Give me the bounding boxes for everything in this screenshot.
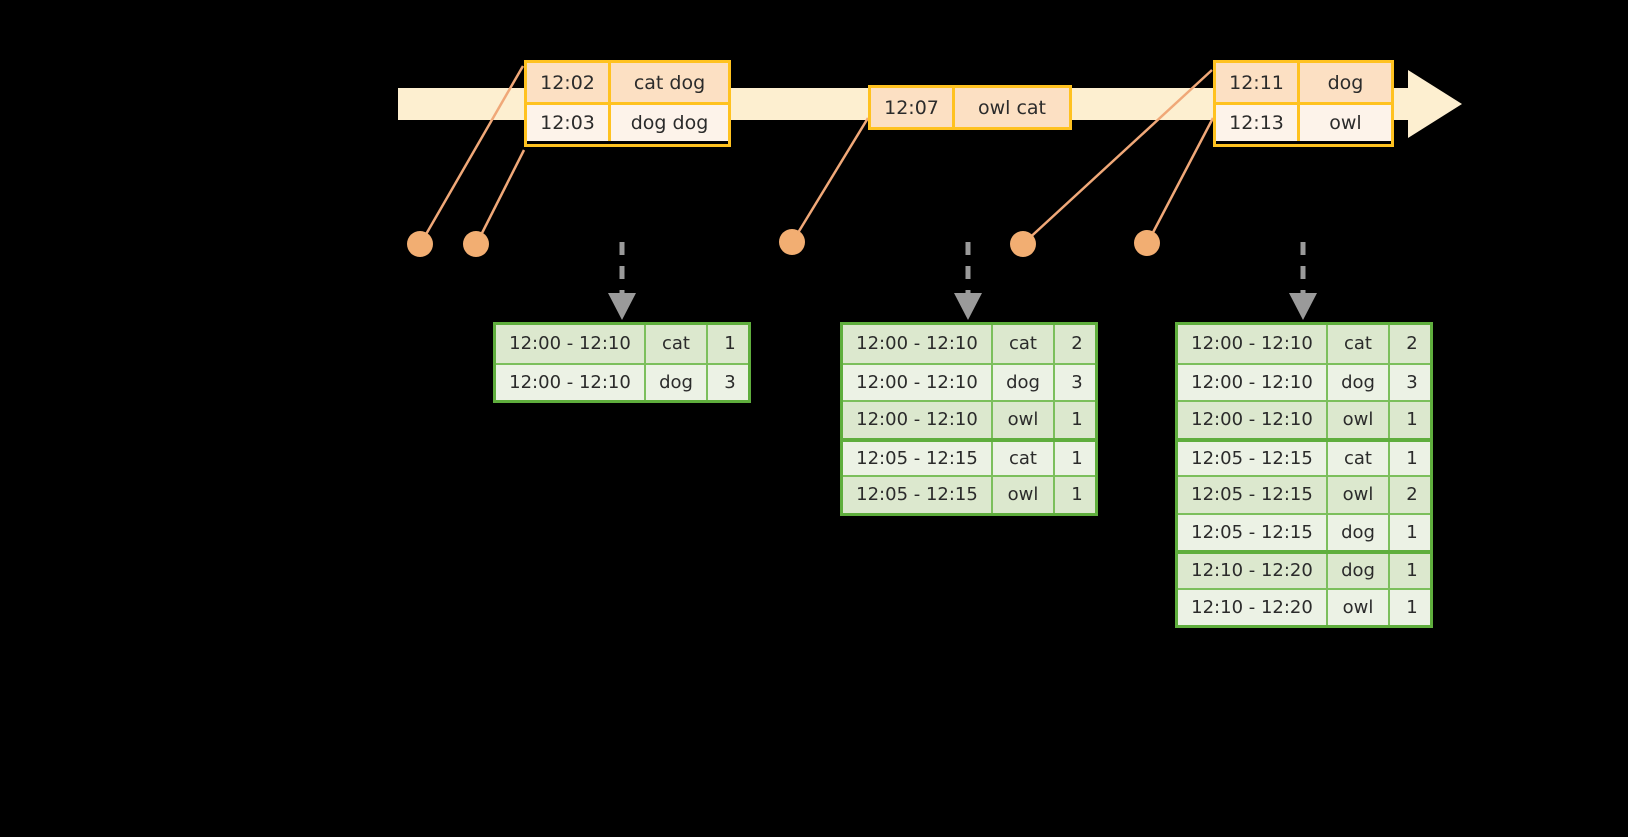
table-row[interactable]: 12:00 - 12:10 dog 3	[1178, 362, 1430, 400]
event-dot-5	[1134, 230, 1160, 256]
cell-window: 12:10 - 12:20	[1178, 554, 1328, 588]
cell-word: cat	[993, 325, 1055, 363]
cell-word: cat	[646, 325, 708, 363]
cell-word: cat	[993, 441, 1055, 475]
event-dot-2	[463, 231, 489, 257]
cell-window: 12:00 - 12:10	[1178, 402, 1328, 438]
event-words: cat dog	[633, 71, 706, 94]
cell-window: 12:05 - 12:15	[843, 477, 993, 513]
table-row[interactable]: 12:05 - 12:15 owl 1	[843, 475, 1095, 513]
cell-word: dog	[1328, 364, 1390, 400]
cell-window: 12:10 - 12:20	[1178, 589, 1328, 625]
event-group-3[interactable]: 12:11 dog 12:13 owl	[1213, 60, 1394, 147]
cell-window: 12:05 - 12:15	[843, 441, 993, 475]
table-row[interactable]: 12:00 - 12:10 dog 3	[496, 362, 748, 400]
cell-window: 12:05 - 12:15	[1178, 441, 1328, 475]
cell-count: 1	[724, 333, 736, 355]
cell-count: 1	[1071, 447, 1083, 469]
table-row[interactable]: 12:05 - 12:15 owl 2	[1178, 475, 1430, 513]
cell-window: 12:05 - 12:15	[1178, 514, 1328, 550]
cell-word: dog	[993, 364, 1055, 400]
emit-arrowheads	[608, 293, 1317, 320]
emit-arrowhead-2	[954, 293, 982, 320]
emit-arrowhead-3	[1289, 293, 1317, 320]
cell-window: 12:00 - 12:10	[496, 325, 646, 363]
event-dot-1	[407, 231, 433, 257]
cell-count: 3	[1071, 371, 1083, 393]
cell-window: 12:05 - 12:15	[1178, 477, 1328, 513]
table-row[interactable]: 12:00 - 12:10 dog 3	[843, 362, 1095, 400]
event-row[interactable]: 12:13 owl	[1216, 102, 1391, 141]
cell-word: cat	[1328, 441, 1390, 475]
cell-window: 12:00 - 12:10	[496, 364, 646, 400]
cell-word: owl	[993, 402, 1055, 438]
cell-count: 1	[1406, 560, 1418, 582]
cell-word: owl	[993, 477, 1055, 513]
event-group-1[interactable]: 12:02 cat dog 12:03 dog dog	[524, 60, 731, 147]
cell-word: owl	[1328, 477, 1390, 513]
cell-word: dog	[1328, 554, 1390, 588]
cell-window: 12:00 - 12:10	[843, 402, 993, 438]
cell-window: 12:00 - 12:10	[843, 325, 993, 363]
table-row[interactable]: 12:05 - 12:15 cat 1	[1178, 437, 1430, 475]
cell-window: 12:00 - 12:10	[843, 364, 993, 400]
cell-word: owl	[1328, 589, 1390, 625]
cell-count: 2	[1406, 484, 1418, 506]
result-table-3[interactable]: 12:00 - 12:10 cat 2 12:00 - 12:10 dog 3 …	[1175, 322, 1433, 628]
emit-arrowhead-1	[608, 293, 636, 320]
cell-count: 2	[1406, 333, 1418, 355]
event-time: 12:07	[871, 88, 955, 127]
event-words: owl cat	[977, 96, 1047, 119]
table-row[interactable]: 12:00 - 12:10 owl 1	[843, 400, 1095, 438]
result-table-1[interactable]: 12:00 - 12:10 cat 1 12:00 - 12:10 dog 3	[493, 322, 751, 403]
event-row[interactable]: 12:07 owl cat	[871, 88, 1069, 127]
table-row[interactable]: 12:00 - 12:10 cat 2	[1178, 325, 1430, 363]
stream-arrowhead	[1408, 70, 1462, 138]
cell-count: 1	[1071, 409, 1083, 431]
cell-word: owl	[1328, 402, 1390, 438]
event-time: 12:02	[527, 63, 611, 102]
event-row[interactable]: 12:11 dog	[1216, 63, 1391, 102]
event-dot-3	[779, 229, 805, 255]
cell-count: 1	[1406, 521, 1418, 543]
event-row[interactable]: 12:03 dog dog	[527, 102, 728, 141]
event-time: 12:03	[527, 105, 611, 141]
table-row[interactable]: 12:00 - 12:10 cat 2	[843, 325, 1095, 363]
event-dot-4	[1010, 231, 1036, 257]
event-dots	[407, 229, 1160, 257]
connector-line-1	[419, 65, 525, 244]
event-words: dog dog	[630, 112, 709, 134]
table-row[interactable]: 12:05 - 12:15 cat 1	[843, 437, 1095, 475]
cell-word: cat	[1328, 325, 1390, 363]
connector-line-5	[1146, 117, 1215, 243]
event-group-2[interactable]: 12:07 owl cat	[868, 85, 1072, 130]
cell-word: dog	[1328, 514, 1390, 550]
table-row[interactable]: 12:05 - 12:15 dog 1	[1178, 512, 1430, 550]
cell-word: dog	[646, 364, 708, 400]
event-words: dog	[1327, 71, 1364, 94]
table-row[interactable]: 12:00 - 12:10 owl 1	[1178, 400, 1430, 438]
cell-count: 3	[724, 371, 736, 393]
cell-count: 1	[1071, 484, 1083, 506]
table-row[interactable]: 12:10 - 12:20 dog 1	[1178, 550, 1430, 588]
connector-line-2	[475, 149, 526, 244]
table-row[interactable]: 12:10 - 12:20 owl 1	[1178, 587, 1430, 625]
connector-line-3	[791, 117, 870, 242]
event-time: 12:11	[1216, 63, 1300, 102]
table-row[interactable]: 12:00 - 12:10 cat 1	[496, 325, 748, 363]
cell-count: 3	[1406, 371, 1418, 393]
cell-count: 1	[1406, 447, 1418, 469]
cell-count: 1	[1406, 409, 1418, 431]
cell-count: 1	[1406, 596, 1418, 618]
cell-window: 12:00 - 12:10	[1178, 325, 1328, 363]
event-row[interactable]: 12:02 cat dog	[527, 63, 728, 102]
cell-count: 2	[1071, 333, 1083, 355]
result-table-2[interactable]: 12:00 - 12:10 cat 2 12:00 - 12:10 dog 3 …	[840, 322, 1098, 516]
cell-window: 12:00 - 12:10	[1178, 364, 1328, 400]
emit-arrows	[619, 242, 1306, 297]
event-time: 12:13	[1216, 105, 1300, 141]
event-words: owl	[1329, 112, 1362, 134]
